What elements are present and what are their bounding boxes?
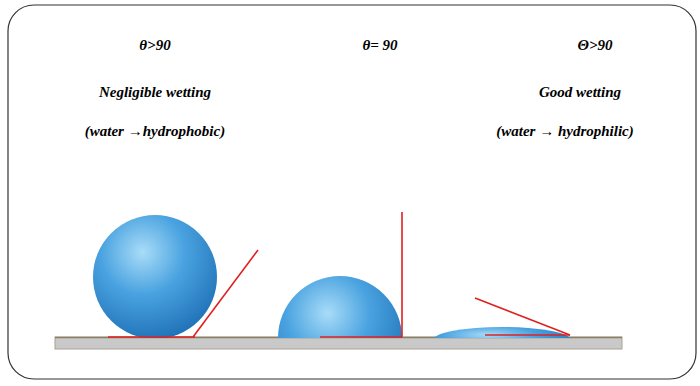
baseline-line	[320, 336, 402, 338]
angle-label: θ>90	[139, 36, 170, 54]
angle-label: θ= 90	[362, 36, 397, 54]
baseline-line	[485, 334, 570, 336]
water-drop	[93, 215, 217, 338]
wetting-label: Good wetting	[539, 83, 621, 101]
tangent-line	[475, 298, 570, 335]
note-label: (water →hydrophobic)	[85, 122, 225, 140]
solid-surface	[55, 337, 622, 349]
baseline-line	[108, 336, 195, 338]
note-label: (water → hydrophilic)	[496, 122, 634, 140]
wetting-label: Negligible wetting	[99, 83, 211, 101]
water-drop	[278, 276, 402, 338]
tangent-line	[401, 212, 403, 337]
tangent-line	[193, 250, 258, 337]
angle-label: Θ>90	[578, 36, 613, 54]
water-drop	[433, 327, 571, 338]
